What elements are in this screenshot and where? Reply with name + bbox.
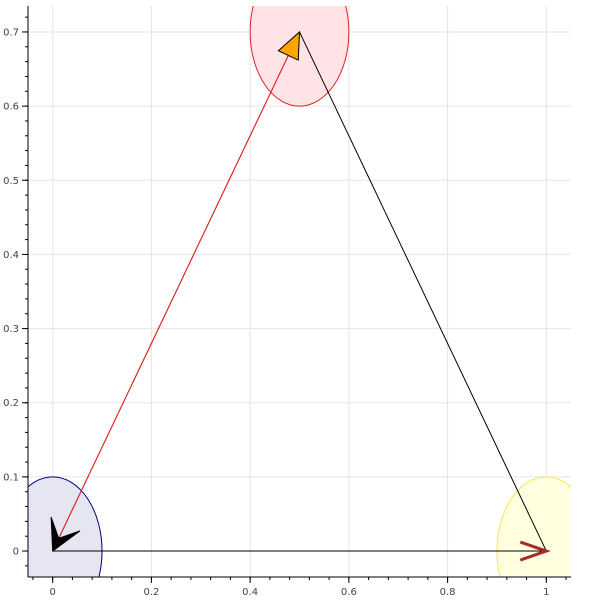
y-tick-label: 0.1: [3, 472, 19, 483]
node-circle: [249, 6, 350, 107]
x-tick-label: 0: [49, 587, 55, 598]
x-tick-label: 0.8: [440, 587, 456, 598]
edge-line: [299, 31, 547, 552]
y-tick-label: 0: [13, 547, 19, 558]
y-tick-label: 0.7: [3, 27, 19, 38]
x-tick-label: 0.4: [242, 587, 258, 598]
edge-line: [52, 31, 300, 552]
axis-layer: 0 0.2 0.4 0.6 0.8 1 0 0.1 0.2 0.3 0.4 0.5 0.6 0.7: [3, 6, 571, 598]
arrow-head-normal: [277, 30, 301, 61]
arrow-head-vee: [50, 516, 81, 553]
arrow-head-open: [519, 540, 551, 562]
y-tick-label: 0.3: [3, 324, 19, 335]
y-tick-label: 0.6: [3, 102, 19, 113]
y-tick-label: 0.4: [3, 250, 19, 261]
x-tick-label: 0.6: [341, 587, 357, 598]
plot-layer: [28, 6, 571, 577]
x-tick-label: 0.2: [143, 587, 159, 598]
x-tick-label: 1: [543, 587, 549, 598]
y-tick-label: 0.2: [3, 398, 19, 409]
y-tick-label: 0.5: [3, 176, 19, 187]
